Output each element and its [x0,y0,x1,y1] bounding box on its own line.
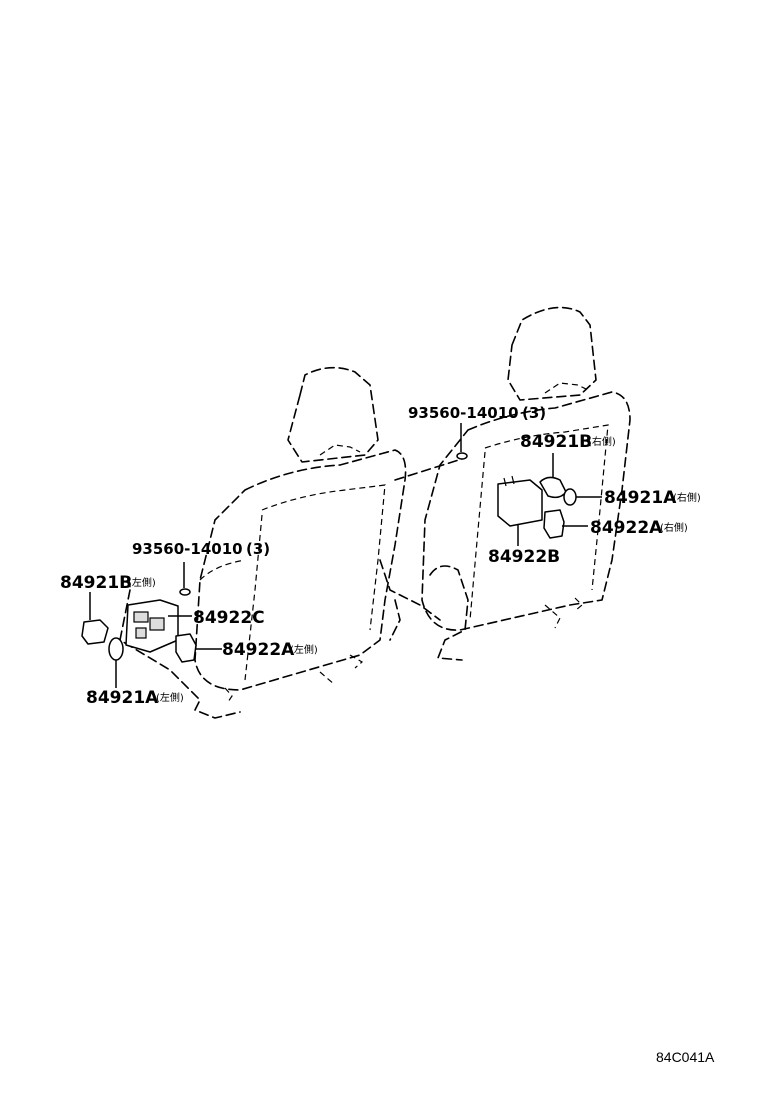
label-switch-84922a-left-part: 84922A [222,640,295,660]
label-switch-84922a-right-part: 84922A [590,518,663,538]
label-knob-84921a-left-part: 84921A [86,688,159,708]
switch-84922a-right [543,509,588,539]
label-switch-84922c-part: 84922C [193,608,265,628]
reference-code: 84C041A [656,1049,715,1065]
label-switch-84922b: 84922B [488,547,560,567]
label-knob-84921b-left: 84921B (左側) [60,573,156,593]
bolt-left [179,562,191,596]
label-knob-84921b-right: 84921B (右側) [520,432,616,452]
knob-84921b-right [539,453,567,499]
label-switch-84922b-part: 84922B [488,547,560,567]
knob-84921b-left [81,592,109,645]
label-knob-84921b-right-note: (右側) [588,435,616,448]
label-bolt-left-part: 93560-14010 [132,540,243,558]
label-bolt-left: 93560-14010 (3) [132,540,270,558]
label-knob-84921b-left-part: 84921B [60,573,132,593]
label-switch-84922c: 84922C [193,608,265,628]
label-switch-84922a-left-note: (左側) [290,643,318,656]
label-knob-84921b-left-note: (左側) [128,576,156,589]
label-knob-84921a-right: 84921A (右側) [604,488,701,508]
right-seat-outline [379,306,631,661]
knob-84921a-left [108,637,124,688]
bolt-right [456,423,468,460]
label-knob-84921a-left-note: (左側) [156,691,184,704]
label-knob-84921a-left: 84921A (左側) [86,688,184,708]
label-switch-84922a-right: 84922A (右側) [590,518,688,538]
label-knob-84921a-right-note: (右側) [673,491,701,504]
switch-84922b [497,475,543,546]
label-knob-84921b-right-part: 84921B [520,432,592,452]
label-bolt-right: 93560-14010 (3) [408,404,546,422]
label-bolt-right-qty: (3) [522,404,546,422]
label-bolt-right-part: 93560-14010 [408,404,519,422]
label-switch-84922a-right-note: (右側) [660,521,688,534]
knob-84921a-right [563,488,602,506]
switch-84922a-left [175,633,222,663]
label-knob-84921a-right-part: 84921A [604,488,677,508]
label-bolt-left-qty: (3) [246,540,270,558]
label-switch-84922a-left: 84922A (左側) [222,640,318,660]
